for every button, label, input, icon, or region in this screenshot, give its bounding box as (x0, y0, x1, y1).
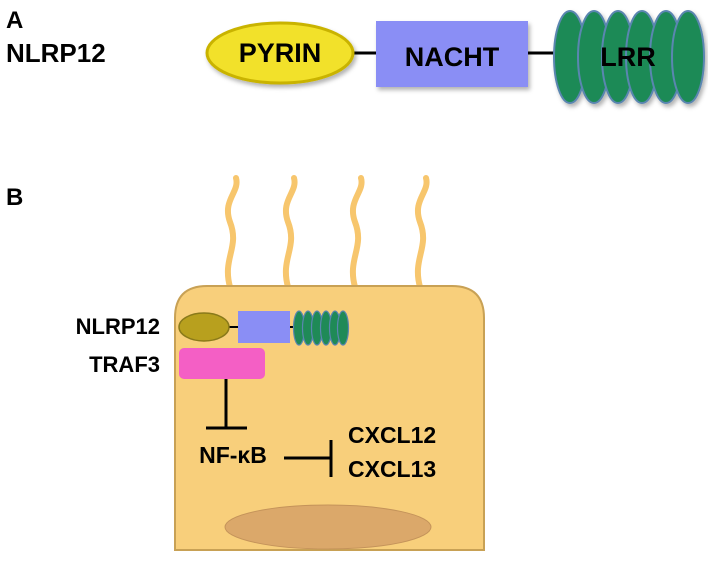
panel-a-protein-name: NLRP12 (6, 38, 106, 68)
panel-a-letter: A (6, 7, 23, 34)
mini-lrr-domain (292, 310, 350, 346)
cxcl13-label: CXCL13 (348, 456, 436, 482)
pyrin-domain (205, 21, 355, 85)
nacht-domain (376, 21, 528, 87)
traf3-box (179, 348, 265, 379)
cilium-2 (282, 175, 298, 290)
lrr-domain (553, 10, 705, 104)
nacht-domain-label: NACHT (405, 42, 500, 72)
nlrp12-label: NLRP12 (76, 314, 160, 339)
cilium-3 (349, 175, 365, 290)
panel-b-letter: B (6, 184, 23, 211)
mini-lrr-repeat-6 (336, 310, 350, 346)
mini-nacht-domain (238, 311, 290, 343)
traf3-label: TRAF3 (89, 352, 160, 377)
pyrin-domain-label: PYRIN (239, 38, 322, 68)
cilia (224, 175, 430, 290)
nfkb-label: NF-κB (199, 442, 267, 468)
cilium-1 (224, 175, 240, 290)
mini-pyrin-domain (178, 312, 230, 342)
nucleus (224, 504, 432, 550)
cxcl12-label: CXCL12 (348, 422, 436, 448)
lrr-repeat-6 (671, 10, 705, 104)
cilium-4 (414, 175, 430, 290)
lrr-domain-label: LRR (600, 42, 656, 72)
